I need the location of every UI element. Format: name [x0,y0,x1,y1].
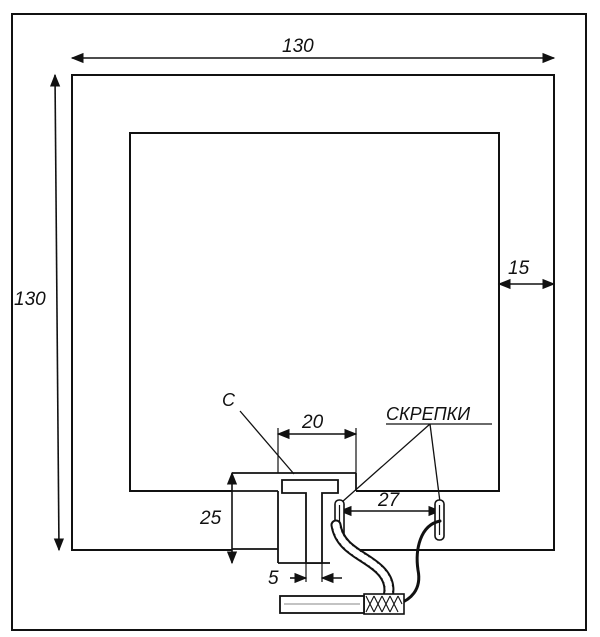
label-c: C [222,390,295,475]
label-clips: СКРЕПКИ [341,404,492,503]
dim-5-label: 5 [268,568,279,589]
dim-5: 5 [268,563,342,589]
dim-20: 20 [276,412,358,473]
dim-130-vertical: 130 [14,73,65,552]
dim-15-label: 15 [508,258,530,279]
dim-25: 25 [199,471,238,565]
dim-27: 27 [338,490,442,517]
dim-20-label: 20 [301,412,324,433]
inner-frame [129,132,500,492]
page-border [11,13,587,631]
dim-27-label: 27 [377,490,401,511]
dim-130-horizontal-label: 130 [282,36,314,57]
dim-130-horizontal: 130 [70,36,556,64]
coax-cable [279,519,442,615]
dim-25-label: 25 [199,508,222,529]
dim-15: 15 [497,258,556,290]
label-clips-text: СКРЕПКИ [386,404,470,424]
label-c-text: C [222,390,236,410]
dim-130-vertical-label: 130 [14,289,46,310]
